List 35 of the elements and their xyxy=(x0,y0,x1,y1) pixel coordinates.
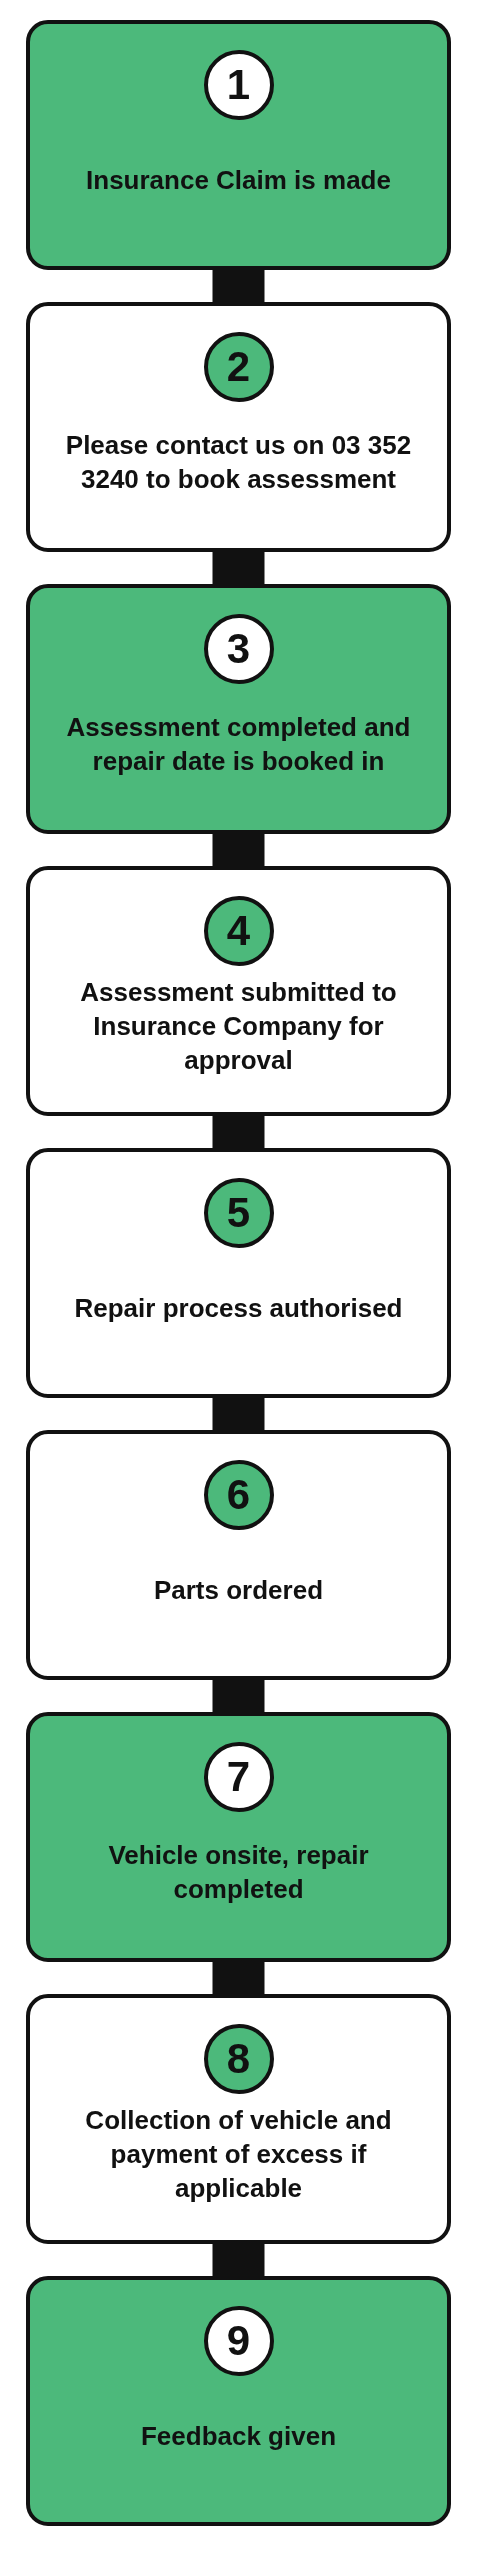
step-card xyxy=(26,584,451,834)
step-card xyxy=(26,1994,451,2244)
step-card xyxy=(26,2276,451,2526)
step-text: Vehicle onsite, repair completed xyxy=(107,1838,370,1906)
connector-bar xyxy=(212,270,265,302)
step-card xyxy=(26,302,451,552)
step-number: 4 xyxy=(203,896,274,966)
step-text: Insurance Claim is made xyxy=(86,163,391,197)
step-text: Parts ordered xyxy=(153,1573,324,1607)
step-card xyxy=(26,866,451,1116)
step-card xyxy=(26,20,451,270)
step-number: 3 xyxy=(203,614,274,684)
step-text: Please contact us on 03 352 3240 to book assessment xyxy=(64,428,413,496)
step-number: 5 xyxy=(203,1178,274,1248)
connector-bar xyxy=(212,552,265,584)
step-card xyxy=(26,1712,451,1962)
connector-bar xyxy=(212,1962,265,1994)
step-card xyxy=(26,1430,451,1680)
connector-bar xyxy=(212,834,265,866)
step-number: 8 xyxy=(203,2024,274,2094)
step-number: 2 xyxy=(203,332,274,402)
connector-bar xyxy=(212,2244,265,2276)
step-text: Assessment submitted to Insurance Company for approval xyxy=(79,975,398,1078)
step-card xyxy=(26,1148,451,1398)
connector-bar xyxy=(212,1680,265,1712)
step-text: Assessment completed and repair date is booked in xyxy=(65,710,412,778)
step-text: Collection of vehicle and payment of excess if applicable xyxy=(84,2103,393,2206)
step-text: Feedback given xyxy=(140,2419,337,2453)
step-text: Repair process authorised xyxy=(74,1291,403,1325)
step-number: 9 xyxy=(203,2306,274,2376)
connector-bar xyxy=(212,1116,265,1148)
connector-bar xyxy=(212,1398,265,1430)
step-number: 7 xyxy=(203,1742,274,1812)
step-number: 6 xyxy=(203,1460,274,1530)
step-number: 1 xyxy=(203,50,274,120)
